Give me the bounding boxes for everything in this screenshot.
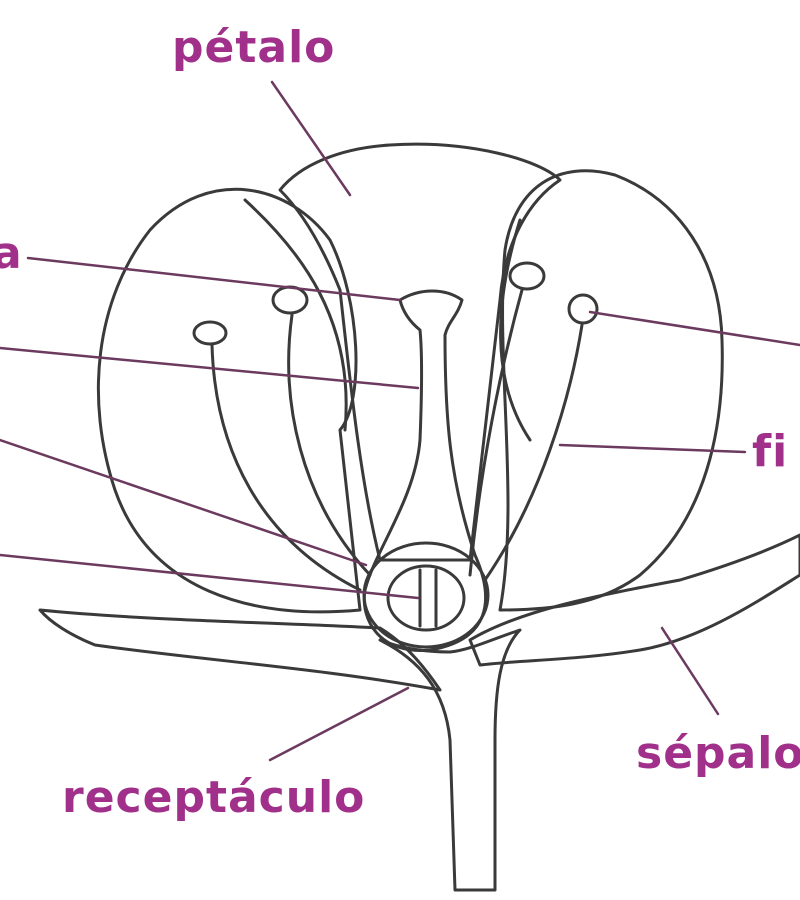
leader-filamento	[558, 443, 747, 454]
ovary	[362, 541, 490, 649]
leader-style	[0, 346, 420, 390]
sepal-left	[38, 608, 442, 692]
sepal-right	[468, 533, 800, 667]
stamen-filament	[468, 288, 524, 577]
leader-sepalo	[660, 626, 720, 716]
stamen-filament	[287, 313, 372, 577]
ovary-chamber	[386, 564, 466, 632]
stamen-anther	[271, 285, 309, 315]
petal-fold-line	[499, 218, 532, 442]
stamen-anther	[567, 293, 599, 325]
label-filamento: fi	[752, 426, 788, 477]
leader-receptaculo	[268, 686, 410, 762]
leader-ovule	[0, 553, 420, 600]
pistil-style	[362, 289, 487, 652]
leader-stigma	[26, 256, 402, 302]
petal-fold-line	[243, 198, 348, 432]
leader-petalo	[270, 80, 352, 197]
label-receptaculo: receptáculo	[62, 772, 365, 823]
label-left-cut: a	[0, 228, 23, 279]
stamen-anther	[508, 261, 546, 291]
label-petalo: pétalo	[172, 22, 335, 73]
leader-anther	[588, 310, 800, 347]
label-sepalo: sépalo	[636, 728, 800, 779]
stem	[378, 628, 522, 892]
stamen-anther	[192, 320, 228, 346]
leader-ovary	[0, 438, 368, 567]
stamen-filament	[483, 323, 584, 582]
stamen-filament	[210, 343, 362, 592]
petal-right	[498, 169, 724, 612]
